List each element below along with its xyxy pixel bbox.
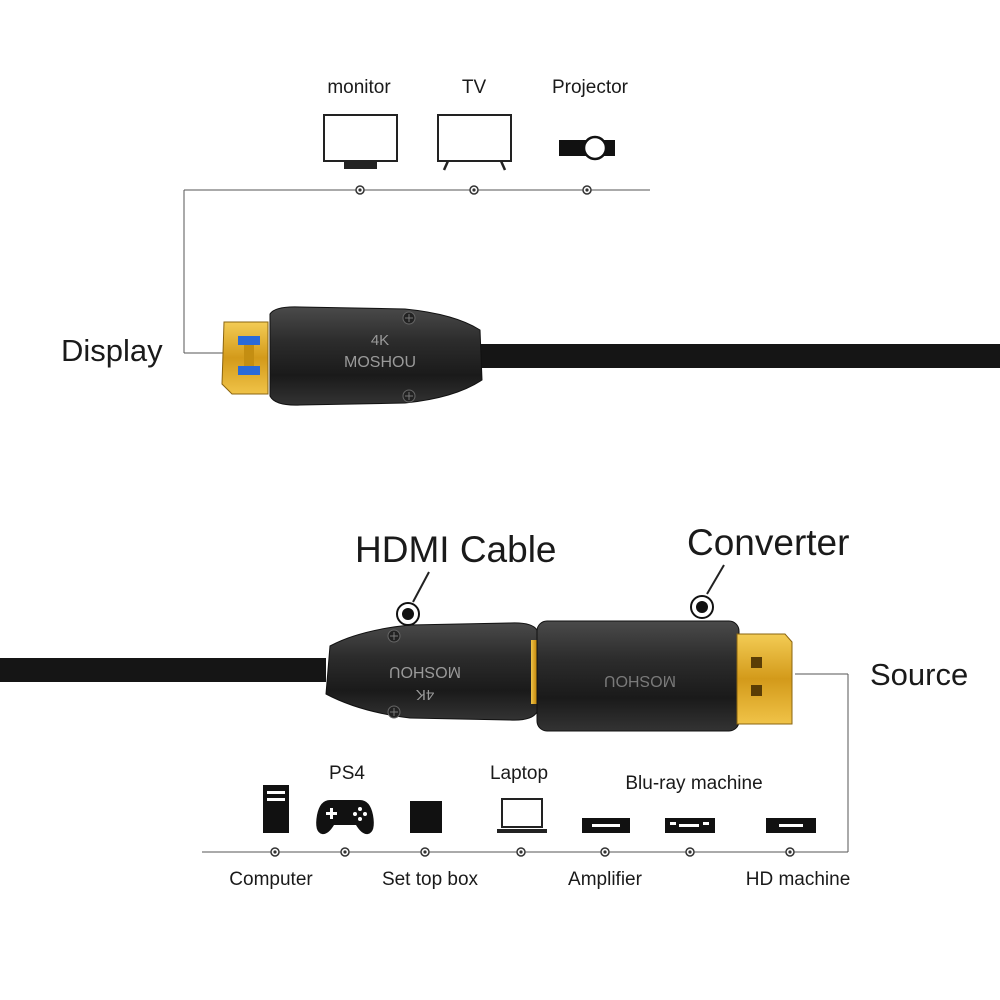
source-screws <box>387 629 401 719</box>
source-connector-brand: MOSHOU <box>389 663 461 680</box>
gamepad-icon <box>316 800 374 835</box>
source-connector-badge: 4K <box>416 686 434 703</box>
set-top-box-icon <box>410 801 442 833</box>
device-label-projector: Projector <box>551 77 629 98</box>
displayport-plug <box>736 633 793 725</box>
display-hdmi-plug <box>221 321 269 395</box>
converter-callout: Converter <box>687 522 850 563</box>
device-label-ps4: PS4 <box>329 763 365 784</box>
tv-icon <box>437 114 512 171</box>
device-label-bluray: Blu-ray machine <box>625 773 763 794</box>
device-label-set-top-box: Set top box <box>381 869 479 890</box>
laptop-icon <box>497 798 547 833</box>
amplifier-icon <box>582 818 630 833</box>
display-connector-brand: MOSHOU <box>344 354 416 371</box>
source-dots <box>270 847 795 857</box>
display-cable <box>478 344 1000 368</box>
display-screws <box>402 311 416 403</box>
device-label-tv: TV <box>461 77 487 98</box>
display-connector-badge: 4K <box>371 332 389 349</box>
computer-tower-icon <box>263 785 289 833</box>
device-label-monitor: monitor <box>327 77 391 98</box>
device-label-amplifier: Amplifier <box>568 869 642 890</box>
display-dots <box>355 185 592 195</box>
device-label-hd-machine: HD machine <box>745 869 851 890</box>
projector-icon <box>559 135 615 161</box>
bluray-icon <box>665 818 715 833</box>
monitor-icon <box>323 114 398 169</box>
device-label-computer: Computer <box>229 869 313 890</box>
source-connector-body <box>325 622 538 721</box>
display-label: Display <box>61 333 163 368</box>
hdmi-callout-pointer <box>396 571 430 626</box>
display-connector-body <box>269 306 483 406</box>
device-label-laptop: Laptop <box>489 763 549 784</box>
hd-machine-icon <box>766 818 816 833</box>
source-label: Source <box>870 657 969 692</box>
converter-callout-pointer <box>690 564 725 619</box>
converter-brand: MOSHOU <box>604 672 676 689</box>
converter-gold-joint <box>531 640 541 704</box>
source-cable <box>0 658 326 682</box>
hdmi-cable-callout: HDMI Cable <box>355 529 557 570</box>
